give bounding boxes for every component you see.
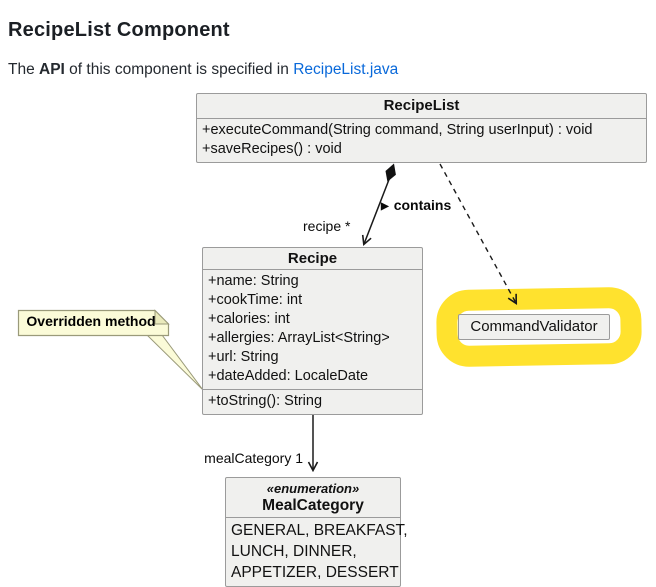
attribute-line: +allergies: ArrayList<String>: [208, 330, 390, 346]
method-line: +executeCommand(String command, String u…: [202, 122, 593, 138]
composition-diamond-icon: [385, 163, 396, 182]
method-line: +saveRecipes() : void: [202, 141, 342, 157]
class-recipelist-methods: +executeCommand(String command, String u…: [197, 118, 646, 162]
intro-paragraph: The API of this component is specified i…: [8, 61, 398, 79]
attribute-line: +dateAdded: LocaleDate: [208, 368, 369, 384]
intro-middle: of this component is specified in: [64, 60, 294, 78]
intro-prefix: The: [8, 60, 40, 78]
class-commandvalidator: CommandValidator: [458, 314, 610, 340]
edge-label-mealcategory: mealCategory 1: [204, 450, 303, 466]
intro-api-bold: API: [39, 60, 65, 78]
class-mealcategory-name: MealCategory: [262, 497, 364, 514]
class-recipe-attributes: +name: String +cookTime: int +calories: in…: [203, 269, 422, 389]
class-recipe: Recipe +name: String +cookTime: int +calor…: [202, 247, 423, 415]
class-mealcategory: «enumeration» MealCategory GENERAL, BREA…: [225, 477, 408, 587]
attribute-line: +url: String: [208, 349, 279, 365]
edge-label-recipe-multiplicity: recipe *: [303, 218, 351, 234]
edge-contains: [364, 163, 396, 245]
edge-label-contains: ▶ contains: [381, 197, 451, 213]
enum-value-line: APPETIZER, DESSERT: [231, 564, 399, 581]
recipelist-java-link[interactable]: RecipeList.java: [293, 60, 399, 78]
edge-dependency-commandvalidator: [439, 163, 516, 303]
note-overridden-method: Overridden method: [26, 313, 156, 329]
enum-value-line: LUNCH, DINNER,: [231, 543, 357, 560]
class-recipe-methods: +toString(): String: [203, 389, 422, 414]
attribute-line: +calories: int: [208, 311, 290, 327]
method-line: +toString(): String: [208, 393, 323, 409]
class-recipelist: RecipeList +executeCommand(String comman…: [196, 93, 647, 163]
attribute-line: +cookTime: int: [208, 292, 303, 308]
class-mealcategory-header: «enumeration» MealCategory: [226, 478, 400, 517]
enumeration-stereotype: «enumeration»: [266, 481, 360, 496]
class-mealcategory-values: GENERAL, BREAKFAST, LUNCH, DINNER, APPETIZ…: [226, 517, 408, 586]
class-recipelist-name: RecipeList: [383, 97, 460, 114]
page-title: RecipeList Component: [8, 19, 230, 42]
highlight-marker-ring: [436, 287, 642, 367]
class-recipe-name: Recipe: [287, 250, 338, 267]
edge-label-contains-text: contains: [393, 197, 452, 213]
note-shape: [17, 309, 204, 391]
note-fold-corner: [154, 309, 170, 325]
direction-triangle-icon: ▶: [381, 200, 389, 212]
enum-value-line: GENERAL, BREAKFAST,: [231, 522, 408, 539]
attribute-line: +name: String: [208, 273, 299, 289]
